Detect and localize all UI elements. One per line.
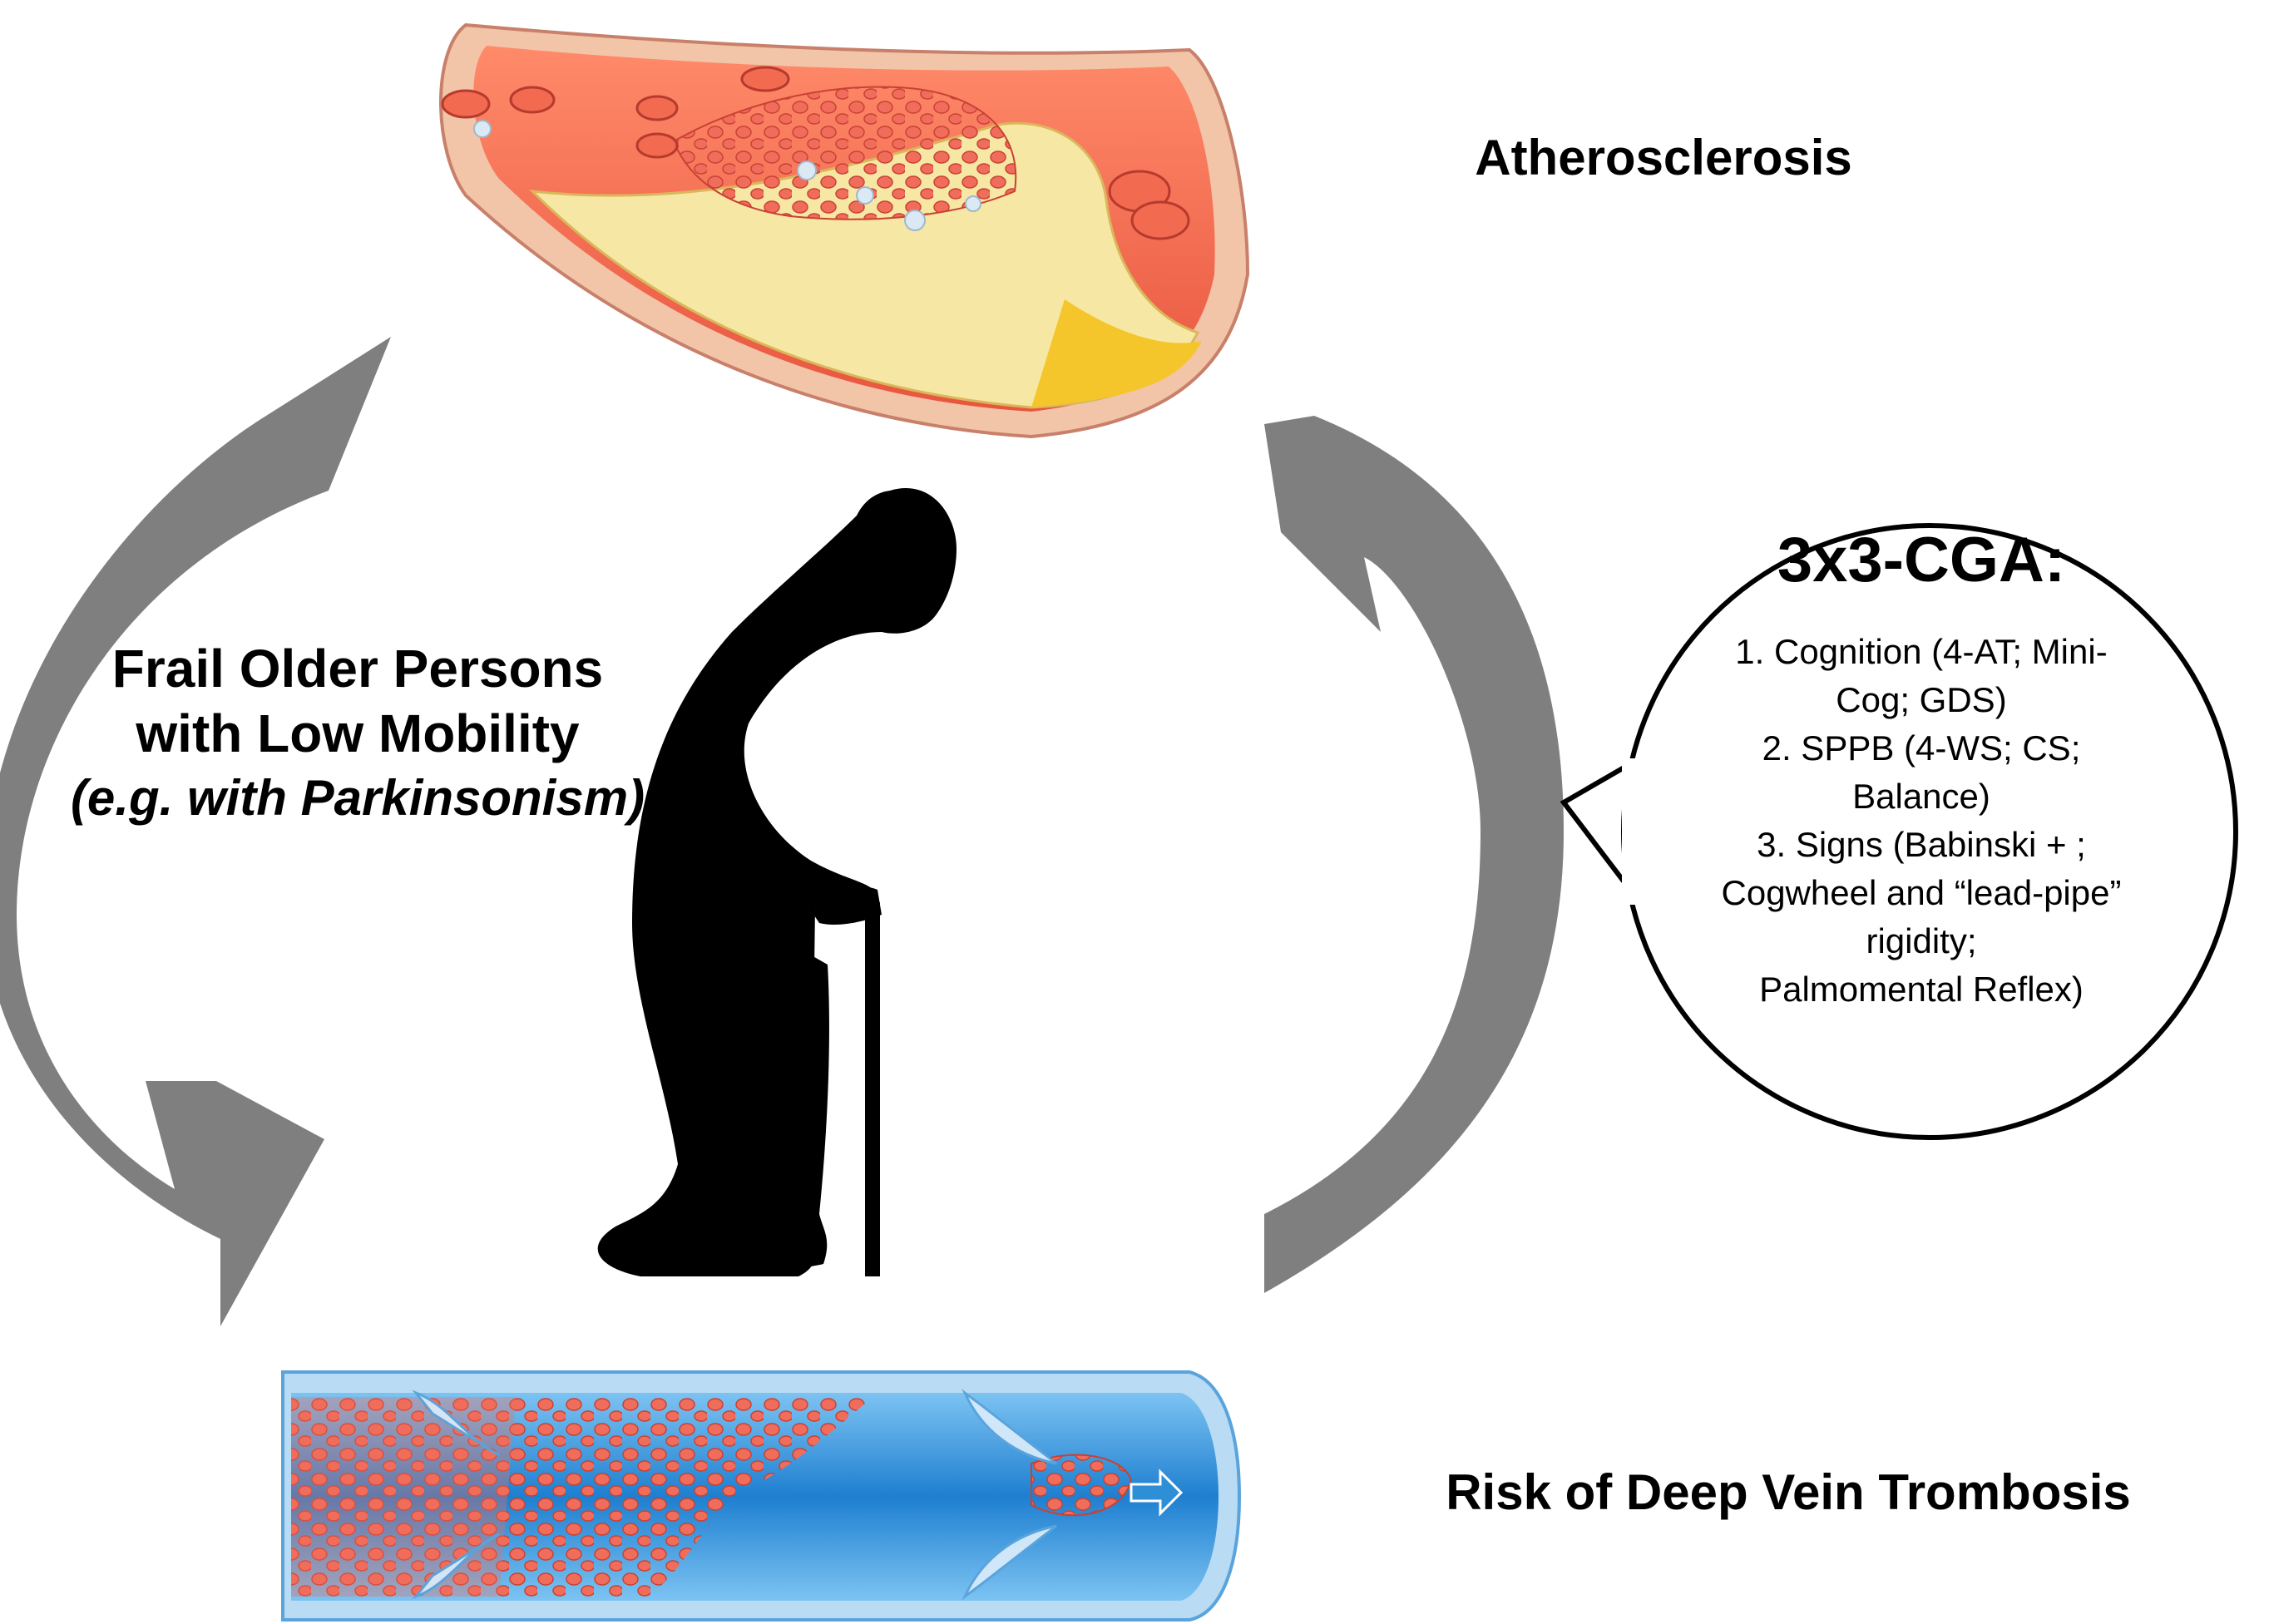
atherosclerosis-label: Atherosclerosis	[1475, 130, 1852, 185]
cga-title: 3x3-CGA:	[1777, 525, 2066, 595]
cga-line: 3. Signs (Babinski + ;	[1757, 825, 2086, 864]
cga-line: rigidity;	[1866, 921, 1977, 960]
artery-plaque-illustration	[439, 22, 1250, 439]
cga-line: Cog; GDS)	[1836, 680, 2007, 719]
cga-line: 1. Cognition (4-AT; Mini-	[1735, 632, 2108, 671]
frail-line-2: with Low Mobility	[136, 703, 580, 763]
right-cycle-arrow-icon	[1264, 237, 1564, 1293]
dvt-risk-label: Risk of Deep Vein Trombosis	[1446, 1464, 2131, 1520]
frail-line-3: (e.g. with Parkinsonism)	[70, 770, 645, 826]
left-cycle-arrow-icon	[0, 337, 391, 1326]
cga-line: Balance)	[1852, 777, 1990, 816]
cga-line: Palmomental Reflex)	[1759, 970, 2084, 1009]
frail-line-1: Frail Older Persons	[111, 639, 604, 698]
cga-line: 2. SPPB (4-WS; CS;	[1762, 728, 2081, 768]
vein-thrombus-illustration	[281, 1370, 1242, 1622]
cga-line: Cogwheel and “lead-pipe”	[1721, 873, 2122, 912]
frail-older-persons-label: Frail Older Persons with Low Mobility (e…	[33, 636, 682, 831]
elderly-person-with-cane-icon	[597, 488, 957, 1276]
cga-callout-shape	[1560, 523, 2238, 1140]
cga-list: 1. Cognition (4-AT; Mini- Cog; GDS) 2. S…	[1643, 628, 2200, 1014]
